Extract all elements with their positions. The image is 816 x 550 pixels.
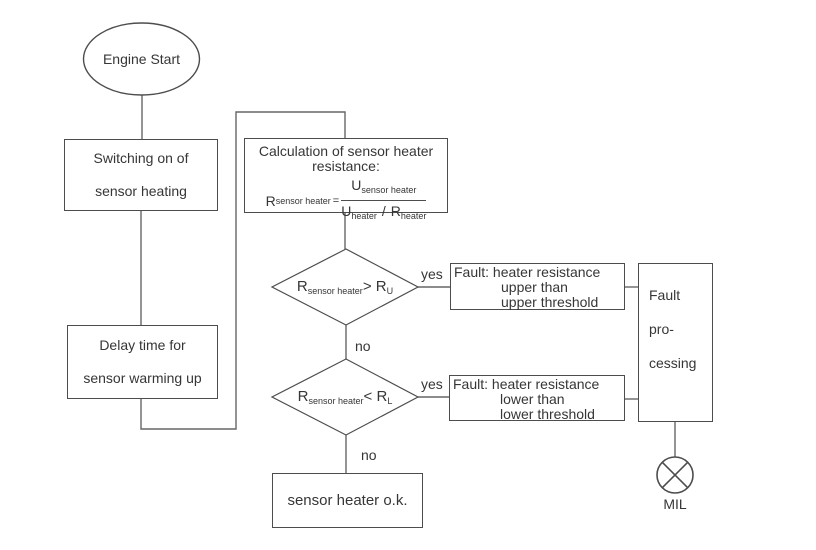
- processing-text-line: cessing: [649, 355, 697, 371]
- mil-label: MIL: [663, 496, 687, 512]
- formula-denominator: Uheater /Rheater: [341, 201, 426, 224]
- processing-text-line: pro-: [649, 321, 674, 337]
- process-text-line: Switching on of: [93, 150, 189, 166]
- numerator-subscript: sensor heater: [361, 185, 417, 195]
- decision-base: R: [296, 278, 308, 295]
- process-text-line: Delay time for: [99, 337, 186, 353]
- fault-text-line: upper than: [501, 279, 568, 295]
- calculation-title-line: Calculation of sensor heater: [258, 143, 434, 159]
- mil-lamp-icon: [656, 456, 694, 494]
- decision-upper-diamond: [270, 248, 420, 326]
- decision-base: R: [297, 388, 309, 405]
- process-calculation-sensor-heater-resistance: Calculation of sensor heater resistance:…: [244, 138, 448, 221]
- fault-upper-threshold-box: Fault: heater resistance upper than uppe…: [450, 263, 625, 310]
- process-delay-time-sensor-warming: Delay time for sensor warming up: [67, 325, 218, 399]
- fault-processing-box: Fault pro- cessing: [638, 263, 713, 422]
- fault-lower-threshold-box: Fault: heater resistance lower than lowe…: [449, 375, 625, 422]
- decision-subscript: sensor heater: [308, 396, 364, 406]
- decision-lower-diamond: [270, 358, 420, 436]
- formula-lhs-subscript: sensor heater: [275, 195, 331, 206]
- calculation-title-line: resistance:: [312, 158, 380, 174]
- fault-text-line: upper threshold: [501, 294, 599, 310]
- decision-threshold-subscript: U: [386, 286, 394, 296]
- decision-comparison: < R: [363, 388, 388, 405]
- engine-start-ellipse: [82, 22, 201, 96]
- denominator-subscript-2: heater: [400, 211, 427, 221]
- fault-text-line: Fault: heater resistance: [454, 264, 601, 280]
- formula-fraction: Usensor heater Uheater /Rheater: [341, 177, 427, 224]
- denominator-base-2: R: [390, 203, 401, 219]
- edge-label-no-upper: no: [355, 338, 371, 354]
- edge-label-no-lower: no: [361, 447, 377, 463]
- decision-upper-text: Rsensor heater> RU: [272, 278, 418, 296]
- process-text-line: sensor heating: [95, 183, 187, 199]
- fault-text-line: lower than: [500, 391, 565, 407]
- denominator-base-1: U: [341, 203, 352, 219]
- formula-lhs-base: R: [265, 192, 276, 209]
- numerator-base: U: [351, 177, 362, 193]
- edge-label-yes-upper: yes: [421, 266, 443, 282]
- formula-equals: =: [332, 194, 340, 207]
- fault-text-line: lower threshold: [500, 406, 595, 422]
- fault-text-line: Fault: heater resistance: [453, 376, 600, 392]
- decision-lower-text: Rsensor heater< RL: [272, 388, 418, 406]
- denominator-divide-sign: /: [381, 203, 386, 219]
- process-text-line: sensor warming up: [83, 370, 202, 386]
- connector-delay-to-calculation: [140, 111, 346, 430]
- engine-start-label: Engine Start: [102, 51, 181, 67]
- formula-numerator: Usensor heater: [341, 177, 427, 201]
- edge-label-yes-lower: yes: [421, 376, 443, 392]
- denominator-subscript-1: heater: [351, 211, 377, 221]
- decision-threshold-subscript: L: [387, 396, 393, 406]
- ok-text: sensor heater o.k.: [287, 492, 408, 509]
- decision-comparison: > R: [362, 278, 387, 295]
- sensor-heater-ok-box: sensor heater o.k.: [272, 473, 423, 528]
- processing-text-line: Fault: [649, 287, 681, 303]
- decision-subscript: sensor heater: [307, 286, 363, 296]
- process-switching-on-sensor-heating: Switching on of sensor heating: [64, 139, 218, 211]
